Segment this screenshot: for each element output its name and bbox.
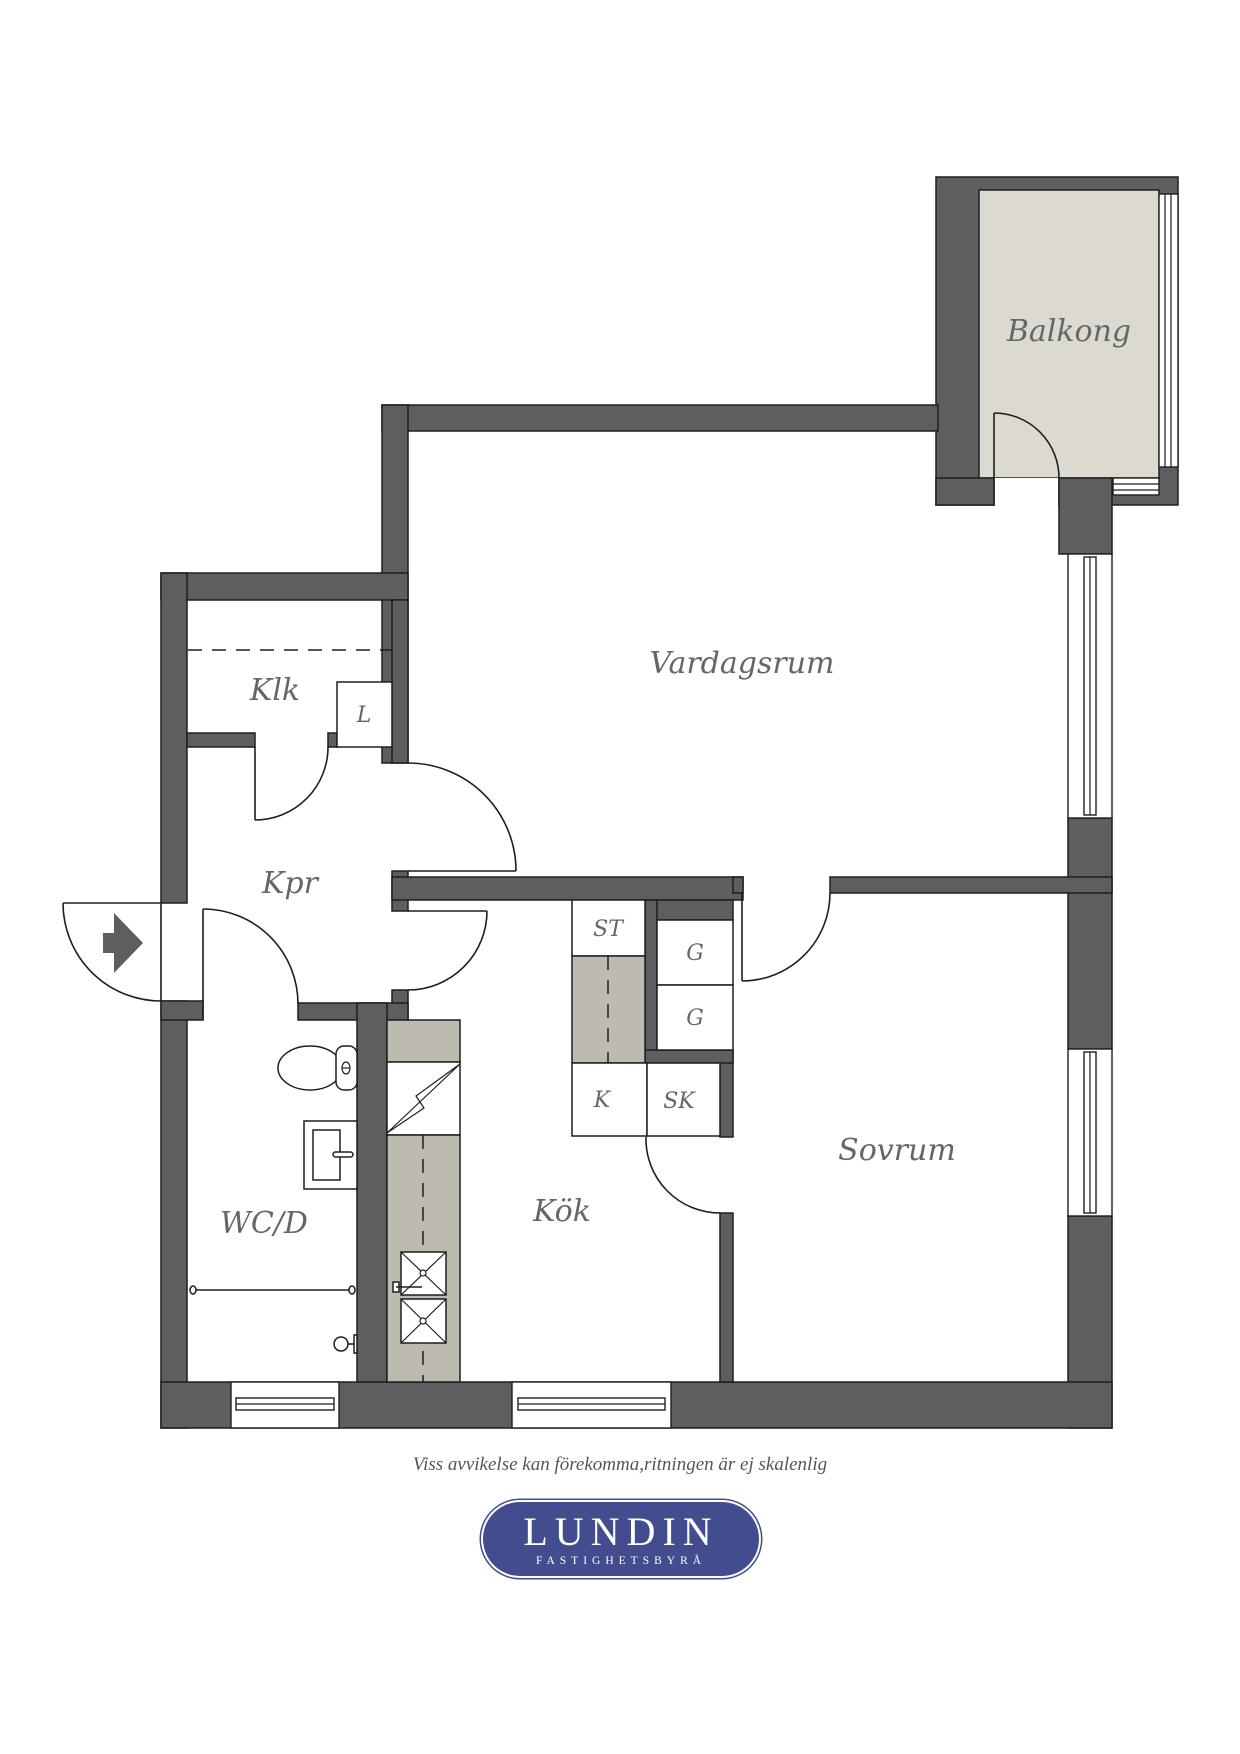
kok-door[interactable] bbox=[407, 910, 488, 991]
logo-subtitle: FASTIGHETSBYRÅ bbox=[535, 1555, 707, 1567]
vardagsrum-door[interactable] bbox=[407, 762, 517, 872]
balcony-door[interactable] bbox=[993, 412, 1060, 479]
linen-cabinet bbox=[336, 681, 393, 748]
balcony-floor bbox=[978, 189, 1160, 479]
toilet-icon bbox=[277, 1045, 358, 1091]
wc-door[interactable] bbox=[202, 908, 299, 1020]
room-label-kok: Kök bbox=[532, 1194, 591, 1229]
wardrobe-1 bbox=[656, 919, 734, 986]
brand-logo: LUNDIN FASTIGHETSBYRÅ bbox=[483, 1502, 759, 1576]
room-label-kpr: Kpr bbox=[261, 866, 320, 901]
balcony-window-bottom bbox=[1112, 477, 1160, 496]
washbasin-icon bbox=[303, 1120, 358, 1190]
entrance-door[interactable] bbox=[62, 902, 162, 1002]
freezer bbox=[646, 1062, 721, 1137]
windows bbox=[230, 553, 1113, 1429]
klk-door[interactable] bbox=[254, 746, 329, 821]
room-label-wc: WC/D bbox=[220, 1206, 308, 1241]
logo-name: LUNDIN bbox=[523, 1509, 719, 1554]
room-label-vardagsrum: Vardagsrum bbox=[650, 646, 835, 681]
counter-top bbox=[386, 1019, 461, 1063]
sovrum-door[interactable] bbox=[741, 892, 831, 982]
disclaimer-text: Viss avvikelse kan förekomma,ritningen ä… bbox=[412, 1454, 828, 1475]
kitchen-fixtures bbox=[386, 899, 734, 1383]
balcony bbox=[935, 176, 1179, 506]
shower-head-icon bbox=[333, 1334, 358, 1354]
fixture-label-st: ST bbox=[593, 917, 625, 942]
doors bbox=[62, 746, 831, 1214]
fixture-label-sk: SK bbox=[663, 1089, 696, 1114]
window-wc bbox=[230, 1381, 340, 1429]
room-label-sovrum: Sovrum bbox=[838, 1133, 956, 1168]
fixture-label-linen: L bbox=[356, 703, 372, 728]
fixture-label-g1: G bbox=[686, 941, 704, 966]
fixture-label-k: K bbox=[593, 1088, 612, 1113]
room-label-klk: Klk bbox=[249, 673, 300, 708]
room-label-balkong: Balkong bbox=[1006, 314, 1131, 349]
stove bbox=[386, 1061, 461, 1136]
wc-fixtures bbox=[189, 1045, 358, 1354]
wardrobe-2 bbox=[656, 984, 734, 1051]
window-kok bbox=[511, 1381, 672, 1429]
sink-icon bbox=[392, 1251, 447, 1344]
fixture-label-g2: G bbox=[686, 1006, 704, 1031]
kok-sovrum-door[interactable] bbox=[645, 1136, 721, 1214]
entrance-arrow-icon bbox=[103, 913, 143, 973]
balcony-window-right bbox=[1158, 193, 1179, 468]
